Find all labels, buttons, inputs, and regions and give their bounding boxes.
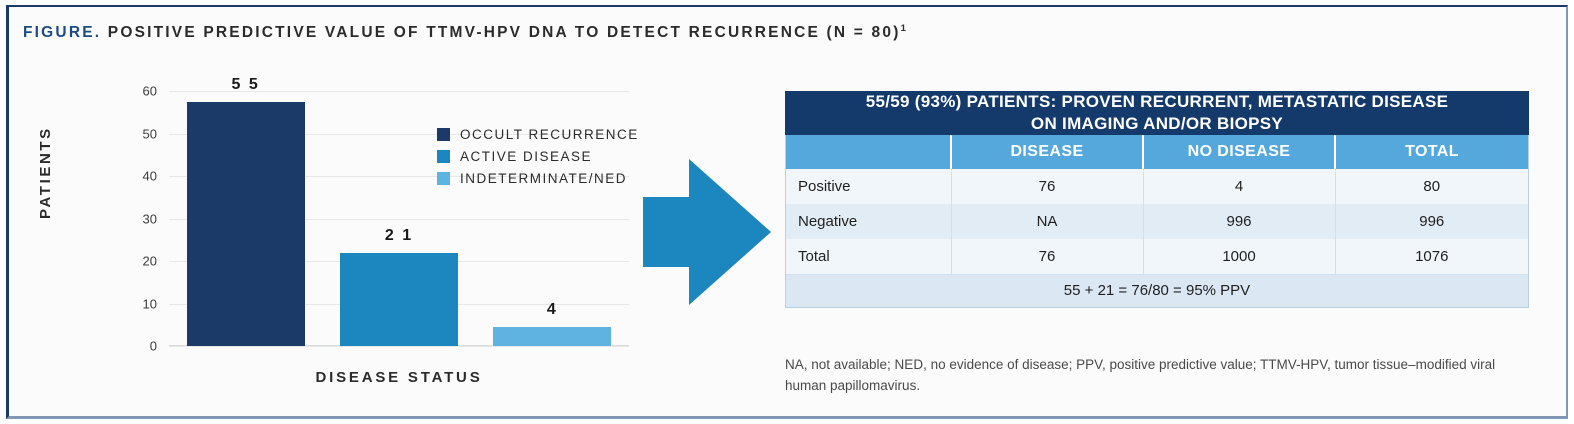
cell-no-disease: 996 xyxy=(1142,204,1335,240)
bar-value-label: 5 5 xyxy=(231,75,260,93)
gridline xyxy=(169,218,629,220)
y-axis-tick: 60 xyxy=(142,83,157,99)
legend-item: ACTIVE DISEASE xyxy=(437,145,639,167)
table-header-row: DISEASE NO DISEASE TOTAL xyxy=(786,135,1528,170)
y-axis-tick: 40 xyxy=(142,168,157,184)
figure-label: FIGURE. xyxy=(23,24,102,42)
cell-total: 80 xyxy=(1334,169,1528,205)
right-arrow-icon xyxy=(643,159,771,305)
figure-card: FIGURE. POSITIVE PREDICTIVE VALUE OF TTM… xyxy=(6,5,1568,419)
footnote: NA, not available; NED, no evidence of d… xyxy=(785,357,1496,393)
legend-swatch-icon xyxy=(437,171,450,185)
table-row: Positive 76 4 80 xyxy=(786,169,1528,205)
figure-title: FIGURE. POSITIVE PREDICTIVE VALUE OF TTM… xyxy=(23,23,906,42)
figure-title-text: POSITIVE PREDICTIVE VALUE OF TTMV-HPV DN… xyxy=(107,24,901,42)
bar-2 xyxy=(340,252,458,346)
column-header-no-disease: NO DISEASE xyxy=(1142,135,1335,170)
figure-superscript: 1 xyxy=(900,23,906,34)
x-axis-title: DISEASE STATUS xyxy=(315,369,483,386)
row-label: Total xyxy=(786,239,951,275)
y-axis-tick: 10 xyxy=(142,296,157,311)
row-label: Negative xyxy=(786,204,951,240)
cell-no-disease: 4 xyxy=(1142,169,1335,205)
table-row: Total 76 1000 1076 xyxy=(786,239,1528,275)
table-footer-row: 55 + 21 = 76/80 = 95% PPV xyxy=(786,273,1528,308)
legend-item: OCCULT RECURRENCE xyxy=(437,123,639,145)
legend-swatch-icon xyxy=(437,149,450,163)
plot-area: 0 10 20 30 40 50 60 5 5 2 1 4 xyxy=(143,76,629,354)
chart-legend: OCCULT RECURRENCE ACTIVE DISEASE INDETER… xyxy=(437,123,639,189)
cell-disease: 76 xyxy=(950,169,1143,205)
bar-chart: PATIENTS 0 10 20 30 40 50 60 5 5 2 1 4 DISEASE ST… xyxy=(19,69,659,399)
banner-line-1: 55/59 (93%) PATIENTS: PROVEN RECURRENT, … xyxy=(865,92,1449,111)
y-axis-title: PATIENTS xyxy=(37,126,54,219)
cell-no-disease: 1000 xyxy=(1142,239,1335,275)
y-axis-tick: 30 xyxy=(142,211,157,226)
cell-disease: NA xyxy=(950,204,1143,240)
bar-value-label: 4 xyxy=(546,300,558,318)
table-banner: 55/59 (93%) PATIENTS: PROVEN RECURRENT, … xyxy=(785,91,1529,136)
gridline xyxy=(169,91,629,92)
table-body-frame: DISEASE NO DISEASE TOTAL Positive 76 4 8… xyxy=(785,135,1529,309)
cell-total: 996 xyxy=(1334,204,1528,240)
banner-line-2: ON IMAGING AND/OR BIOPSY xyxy=(1030,114,1284,134)
column-header-disease: DISEASE xyxy=(950,135,1143,170)
column-header-total: TOTAL xyxy=(1334,135,1528,170)
bar-1 xyxy=(186,101,305,346)
legend-label: ACTIVE DISEASE xyxy=(460,148,593,164)
gridline xyxy=(169,133,629,135)
legend-swatch-icon xyxy=(437,127,450,141)
table-row: Negative NA 996 996 xyxy=(786,204,1528,240)
table-banner-row: 55/59 (93%) PATIENTS: PROVEN RECURRENT, … xyxy=(785,91,1529,136)
legend-item: INDETERMINATE/NED xyxy=(437,167,639,189)
y-axis-tick: 50 xyxy=(142,126,157,141)
y-axis-tick: 0 xyxy=(149,338,157,354)
cell-total: 1076 xyxy=(1334,239,1528,275)
row-label: Positive xyxy=(786,169,951,205)
gridline xyxy=(169,346,629,347)
legend-label: INDETERMINATE/NED xyxy=(460,170,628,186)
cell-disease: 76 xyxy=(950,239,1143,275)
bar-3 xyxy=(493,326,612,346)
bar-value-label: 2 1 xyxy=(384,226,414,244)
results-table: 55/59 (93%) PATIENTS: PROVEN RECURRENT, … xyxy=(785,91,1529,309)
y-axis-tick: 20 xyxy=(142,253,157,269)
gridline xyxy=(169,176,629,177)
legend-label: OCCULT RECURRENCE xyxy=(460,126,639,142)
ppv-summary: 55 + 21 = 76/80 = 95% PPV xyxy=(786,273,1528,308)
column-header-blank xyxy=(786,135,951,170)
